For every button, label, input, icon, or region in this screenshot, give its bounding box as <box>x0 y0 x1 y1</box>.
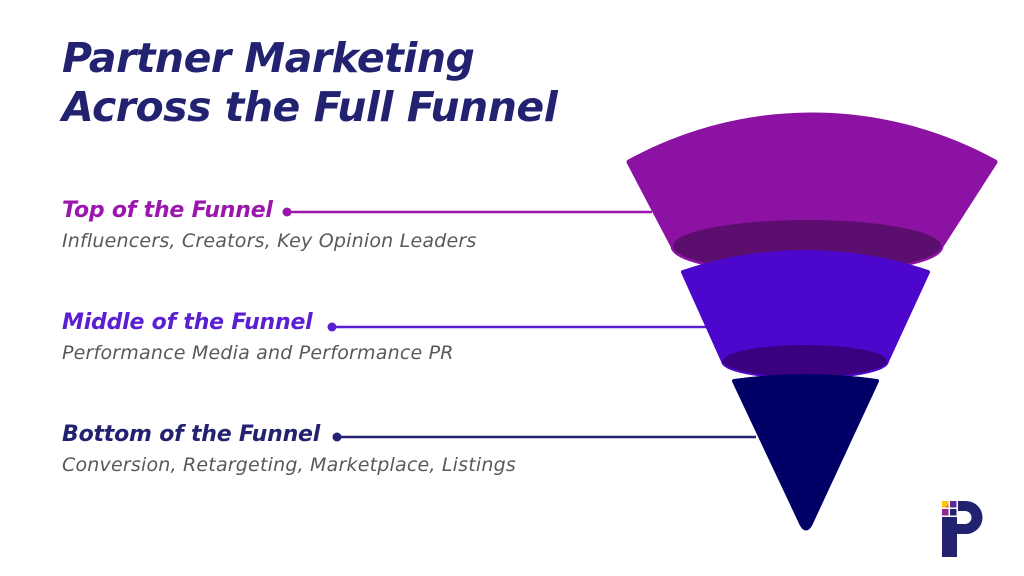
section-label-bottom: Bottom of the Funnel <box>62 422 321 447</box>
funnel-section-middle: Middle of the Funnel Performance Media a… <box>62 308 454 366</box>
section-label-middle: Middle of the Funnel <box>62 310 313 335</box>
page-title: Partner Marketing Across the Full Funnel <box>62 34 558 132</box>
funnel-stage-top <box>626 112 998 275</box>
funnel-stage-top-inner-ellipse <box>673 220 941 272</box>
logo-magenta-square <box>942 509 949 516</box>
logo-p-stem <box>942 517 957 557</box>
page-title-line2: Across the Full Funnel <box>62 83 558 131</box>
logo-yellow-square <box>942 501 949 508</box>
section-description-top: Influencers, Creators, Key Opinion Leade… <box>62 230 477 252</box>
logo-p-bowl <box>955 501 983 534</box>
funnel-stage-middle-inner-ellipse <box>723 345 887 377</box>
section-description-middle: Performance Media and Performance PR <box>62 342 454 364</box>
page-title-line1: Partner Marketing <box>62 34 475 82</box>
funnel-section-top: Top of the Funnel Influencers, Creators,… <box>62 196 476 254</box>
logo-navy-square <box>950 509 957 516</box>
section-description-bottom: Conversion, Retargeting, Marketplace, Li… <box>62 454 516 476</box>
section-label-top: Top of the Funnel <box>62 198 273 223</box>
logo-violet-square <box>950 501 957 508</box>
logo-orange-corner <box>945 504 949 508</box>
funnel-stage-middle <box>681 249 930 379</box>
brand-logo <box>942 501 983 557</box>
funnel-stage-bottom <box>732 374 879 531</box>
funnel-section-bottom: Bottom of the Funnel Conversion, Retarge… <box>62 420 516 478</box>
